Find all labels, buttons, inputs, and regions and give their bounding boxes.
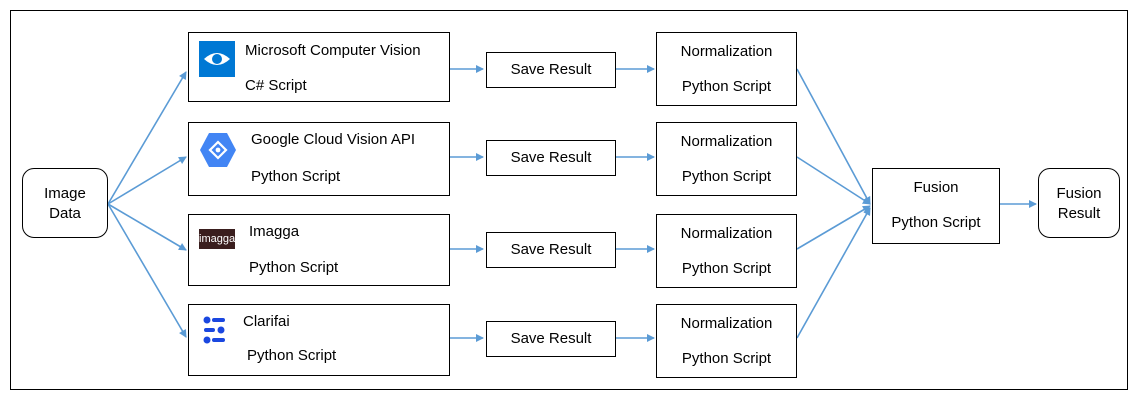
service-name-clarifai: Clarifai (243, 313, 290, 330)
service-name-microsoft: Microsoft Computer Vision (245, 42, 421, 59)
save-result-node-3: Save Result (486, 232, 616, 268)
service-script-clarifai: Python Script (247, 347, 337, 364)
normalization-title: Normalization (680, 133, 773, 150)
fusion-result-node: Fusion Result (1038, 168, 1120, 238)
service-name-imagga: Imagga (249, 223, 300, 240)
service-box-imagga: imagga Imagga Python Script (188, 214, 450, 286)
fusion-result-line1: Fusion (1056, 185, 1102, 202)
arrow-input-to-clarifai (107, 203, 187, 338)
diagram-frame (10, 10, 1128, 390)
save-result-node-4: Save Result (486, 321, 616, 357)
fusion-script: Python Script (891, 214, 981, 231)
image-data-node: Image Data (22, 168, 108, 238)
clarifai-logo-icon (203, 316, 225, 344)
normalization-node-2: Normalization Python Script (656, 122, 797, 196)
normalization-script: Python Script (681, 260, 772, 277)
arrow-norm1-to-fusion (796, 68, 871, 205)
normalization-script: Python Script (681, 168, 772, 185)
normalization-node-1: Normalization Python Script (656, 32, 797, 106)
save-result-label: Save Result (510, 149, 592, 166)
fusion-node: Fusion Python Script (872, 168, 1000, 244)
normalization-script: Python Script (681, 78, 772, 95)
image-data-line1: Image (44, 185, 86, 202)
service-script-imagga: Python Script (249, 259, 339, 276)
service-script-microsoft: C# Script (245, 77, 307, 94)
arrow-input-to-google (107, 156, 187, 205)
fusion-title: Fusion (913, 179, 959, 196)
arrow-input-to-microsoft (107, 71, 187, 205)
normalization-node-4: Normalization Python Script (656, 304, 797, 378)
imagga-logo-icon: imagga (199, 229, 235, 249)
service-script-google: Python Script (251, 168, 341, 185)
service-name-google: Google Cloud Vision API (251, 131, 415, 148)
normalization-script: Python Script (681, 350, 772, 367)
image-data-line2: Data (49, 205, 81, 222)
normalization-title: Normalization (680, 315, 773, 332)
normalization-node-3: Normalization Python Script (656, 214, 797, 288)
save-result-node-1: Save Result (486, 52, 616, 88)
arrow-norm3-to-fusion (796, 205, 871, 250)
google-cloud-vision-icon (200, 133, 236, 167)
normalization-title: Normalization (680, 225, 773, 242)
service-box-clarifai: Clarifai Python Script (188, 304, 450, 376)
fusion-result-line2: Result (1057, 205, 1101, 222)
save-result-label: Save Result (510, 330, 592, 347)
arrow-norm4-to-fusion (796, 207, 871, 339)
arrow-input-to-imagga (107, 203, 187, 251)
service-box-google: Google Cloud Vision API Python Script (188, 122, 450, 196)
imagga-logo-text: imagga (199, 233, 236, 245)
normalization-title: Normalization (680, 43, 773, 60)
arrow-norm2-to-fusion (796, 156, 871, 205)
save-result-label: Save Result (510, 61, 592, 78)
save-result-node-2: Save Result (486, 140, 616, 176)
service-box-microsoft: Microsoft Computer Vision C# Script (188, 32, 450, 102)
save-result-label: Save Result (510, 241, 592, 258)
microsoft-eye-icon (199, 41, 235, 77)
